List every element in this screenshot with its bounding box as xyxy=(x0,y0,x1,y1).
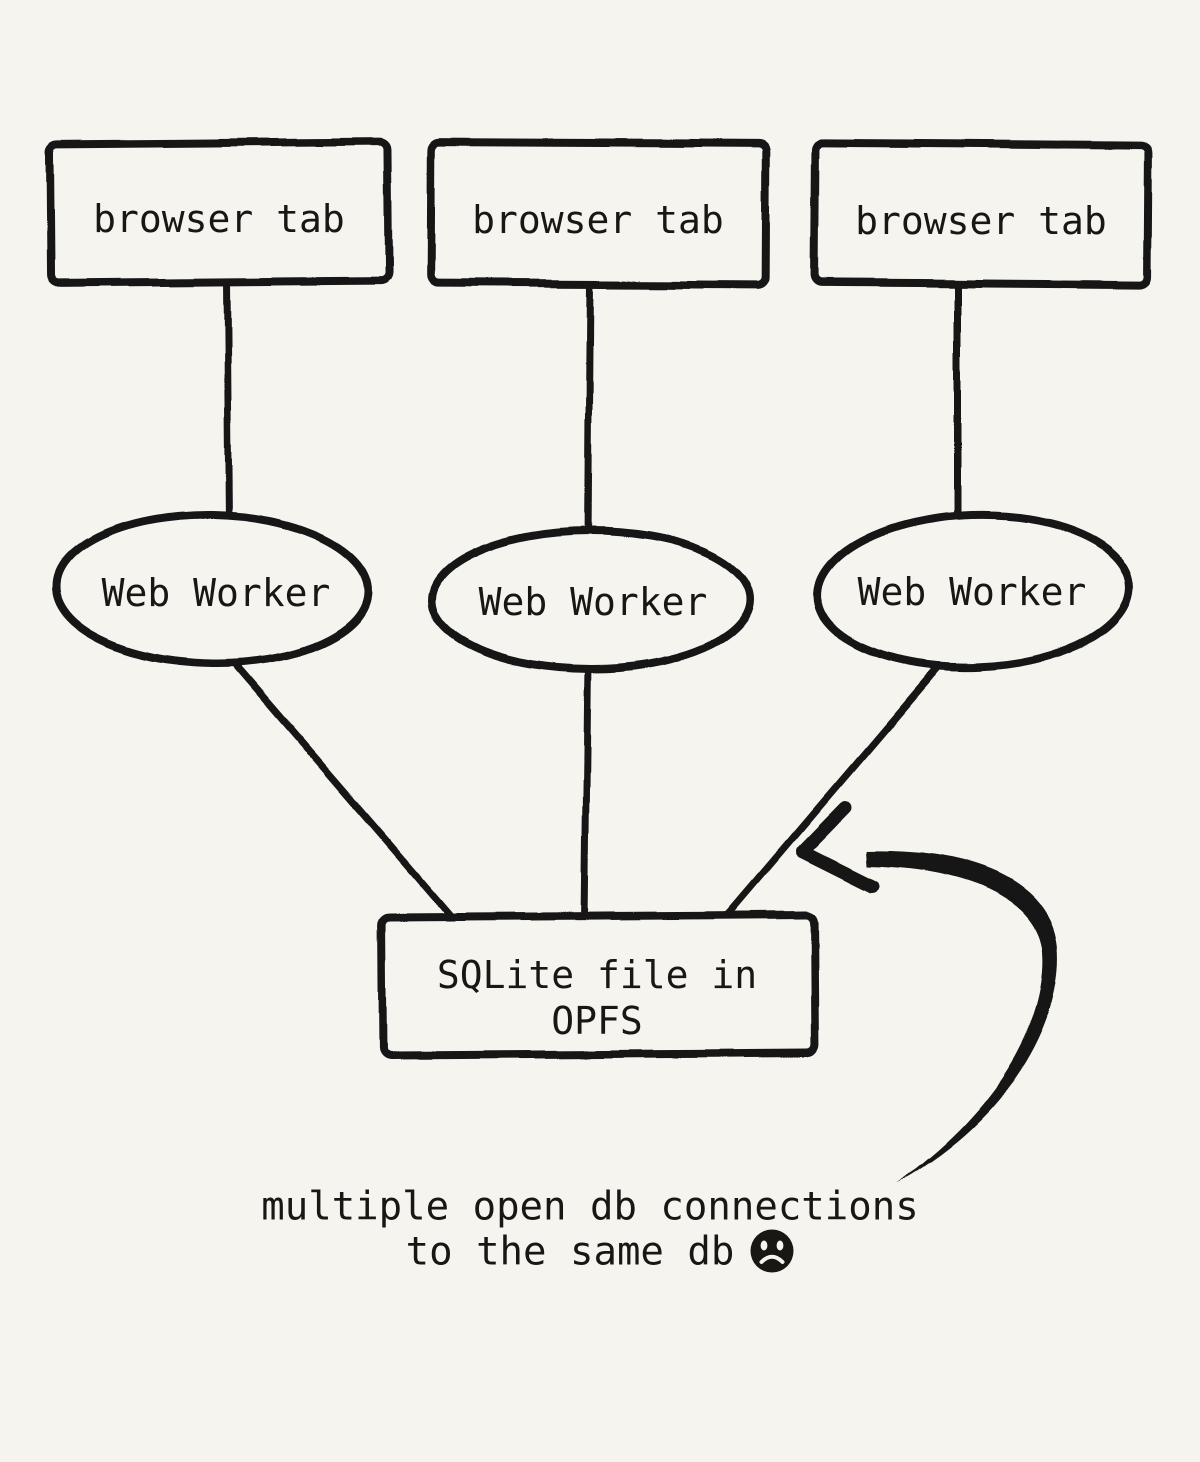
frowning-face-mouth xyxy=(759,1254,785,1264)
browser-tab-box-1 xyxy=(45,137,393,288)
browser-tab-label-3: browser tab xyxy=(855,199,1107,243)
web-worker-label-2: Web Worker xyxy=(479,580,708,624)
frowning-face-right-eye xyxy=(776,1240,784,1251)
web-worker-ellipse-1 xyxy=(52,510,372,668)
frowning-face-icon xyxy=(750,1229,794,1273)
caption-line2: to the same db xyxy=(406,1230,735,1275)
browser-tab-label-2: browser tab xyxy=(472,198,724,242)
web-worker-label-3: Web Worker xyxy=(858,570,1087,614)
diagram-strokes xyxy=(45,137,1153,1183)
diagram-labels: browser tab browser tab browser tab Web … xyxy=(93,197,1107,1275)
browser-tab-box-2 xyxy=(426,138,771,289)
connector-worker2-sqlite xyxy=(581,658,592,926)
connector-tab2-worker2 xyxy=(584,278,594,544)
frowning-face-head xyxy=(750,1229,794,1273)
connector-worker3-sqlite xyxy=(719,660,945,924)
connector-tab1-worker1 xyxy=(223,276,233,532)
curved-arrow-head xyxy=(796,801,880,893)
connector-worker1-sqlite xyxy=(227,656,461,926)
caption-line1: multiple open db connections xyxy=(261,1185,918,1230)
web-worker-ellipse-3 xyxy=(814,510,1134,672)
sqlite-file-label-line2: OPFS xyxy=(551,999,643,1043)
web-worker-label-1: Web Worker xyxy=(102,571,331,615)
sqlite-file-label-line1: SQLite file in xyxy=(437,953,757,997)
web-worker-ellipse-2 xyxy=(428,527,754,673)
browser-tab-label-1: browser tab xyxy=(93,197,345,241)
frowning-face-left-eye xyxy=(760,1240,768,1251)
sqlite-file-box xyxy=(377,910,819,1060)
browser-tab-box-3 xyxy=(810,138,1153,290)
